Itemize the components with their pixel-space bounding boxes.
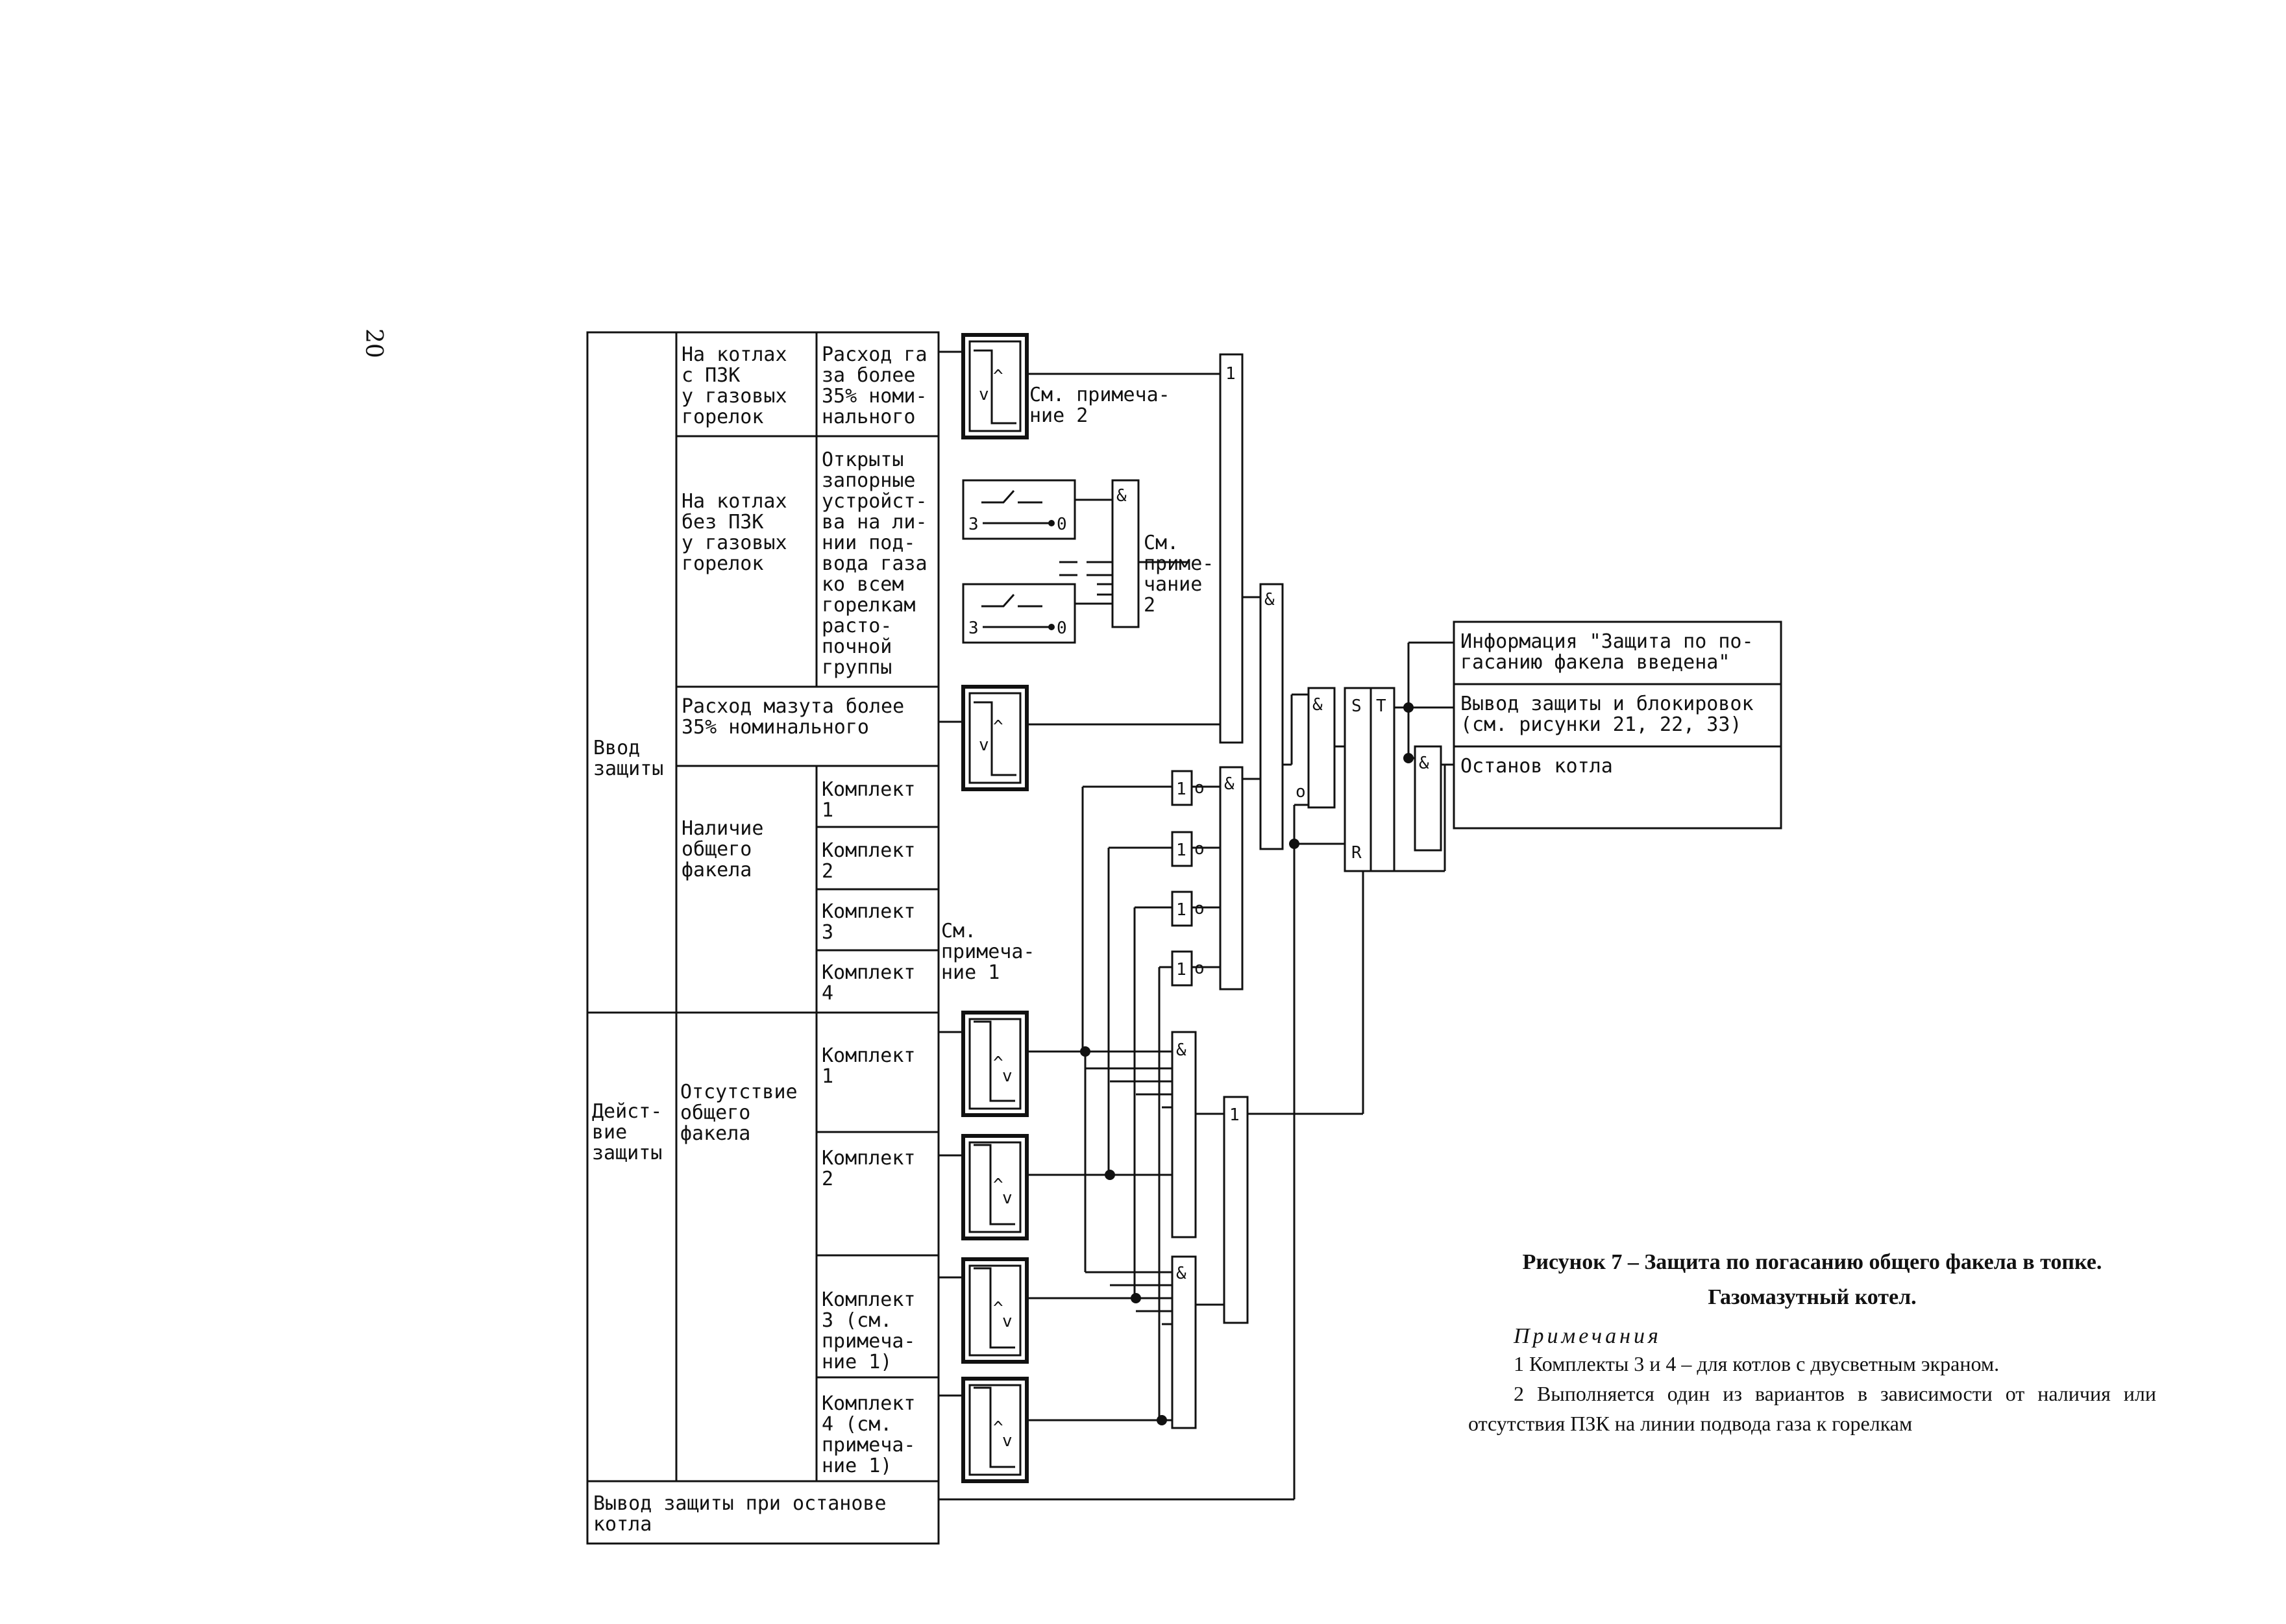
svg-text:^: ^ <box>993 1418 1003 1438</box>
not-gates <box>1171 770 1193 987</box>
see-note1: См.примеча-ние 1 <box>941 920 1035 984</box>
or-gate-fuel-label: 1 <box>1225 364 1236 384</box>
not1-label: 1 <box>1176 780 1186 799</box>
sensor-flame-kit2: ^v <box>961 1134 1029 1240</box>
switch2-left: 3 <box>968 619 979 638</box>
figure-caption: Рисунок 7 – Защита по погасанию общего ф… <box>1468 1245 2156 1438</box>
not3-out: o <box>1194 899 1205 918</box>
sensor-flame-kit4: ^v <box>961 1377 1029 1483</box>
svg-text:v: v <box>1002 1066 1013 1086</box>
note-1: 1 Комплекты 3 и 4 – для котлов с двусвет… <box>1514 1352 2000 1375</box>
not4-label: 1 <box>1176 960 1186 979</box>
trigger-r-label: R <box>1351 843 1362 863</box>
switch1-right: 0 <box>1057 515 1067 534</box>
sensor-flame-kit1: ^v <box>961 1011 1029 1117</box>
svg-text:^: ^ <box>993 717 1003 737</box>
trigger-t-label: T <box>1376 696 1386 716</box>
wires <box>939 351 1454 1501</box>
svg-text:^: ^ <box>993 367 1003 386</box>
svg-text:v: v <box>979 385 989 404</box>
svg-text:v: v <box>1002 1312 1013 1331</box>
and-gate-kits-12 <box>1171 1031 1197 1238</box>
and-gate-kits-34-label: & <box>1176 1264 1186 1283</box>
sensor-flame-kit3: ^v <box>961 1257 1029 1364</box>
not1-out: o <box>1194 778 1205 798</box>
svg-text:v: v <box>979 735 989 755</box>
not3-label: 1 <box>1176 900 1186 920</box>
output-protect: Вывод защиты и блокировок(см. рисунки 21… <box>1460 693 1754 736</box>
switch1-left: 3 <box>968 515 979 534</box>
and-gate-main-label: & <box>1264 590 1275 609</box>
or-gate-flame-loss-label: 1 <box>1229 1105 1240 1125</box>
svg-text:^: ^ <box>993 1053 1003 1073</box>
or-gate-flame-loss <box>1223 1096 1249 1324</box>
figure-title: Рисунок 7 – Защита по погасанию общего ф… <box>1522 1250 2102 1309</box>
and-gate-main <box>1259 583 1284 850</box>
and-gate-set-inv: o <box>1296 782 1306 802</box>
trigger-s-label: S <box>1351 696 1362 716</box>
sensor-fuel-oil-flow: v^ <box>961 685 1029 791</box>
and-gate-set-label: & <box>1312 695 1323 715</box>
not4-out: o <box>1194 959 1205 978</box>
valve-switch-1 <box>962 479 1076 540</box>
notes-heading: Примечания <box>1514 1324 1662 1348</box>
trigger-t <box>1370 687 1395 872</box>
and-gate-valves-label: & <box>1116 486 1127 506</box>
note-2: 2 Выполняется один из вариантов в зависи… <box>1468 1382 2156 1435</box>
and-gate-kits-34 <box>1171 1255 1197 1429</box>
and-gate-set <box>1307 687 1336 809</box>
svg-text:v: v <box>1002 1431 1013 1451</box>
junction-dots <box>1080 702 1414 1425</box>
and-gate-flame-present <box>1219 766 1244 990</box>
svg-text:^: ^ <box>993 1175 1003 1195</box>
svg-text:v: v <box>1002 1188 1013 1208</box>
sensor-gas-flow: v^ <box>961 333 1029 439</box>
and-gate-flame-present-label: & <box>1224 774 1235 794</box>
svg-text:^: ^ <box>993 1299 1003 1318</box>
and-gate-kits-12-label: & <box>1176 1040 1186 1060</box>
see-note2-top: См. примеча-ние 2 <box>1029 384 1170 427</box>
valve-switch-2 <box>962 583 1076 644</box>
switch2-right: 0 <box>1057 619 1067 638</box>
output-info: Информация "Защита по по-гасанию факела … <box>1460 630 1754 674</box>
condition-table <box>586 331 940 1545</box>
and-gate-stop-label: & <box>1419 754 1429 773</box>
output-boiler-stop: Останов котла <box>1460 755 1613 778</box>
not2-label: 1 <box>1176 841 1186 860</box>
and-gate-valves <box>1111 479 1140 628</box>
not2-out: o <box>1194 839 1205 859</box>
or-gate-fuel <box>1219 353 1244 744</box>
and-gate-stop <box>1414 745 1442 852</box>
sr-trigger <box>1344 687 1372 872</box>
output-table <box>1453 621 1782 830</box>
